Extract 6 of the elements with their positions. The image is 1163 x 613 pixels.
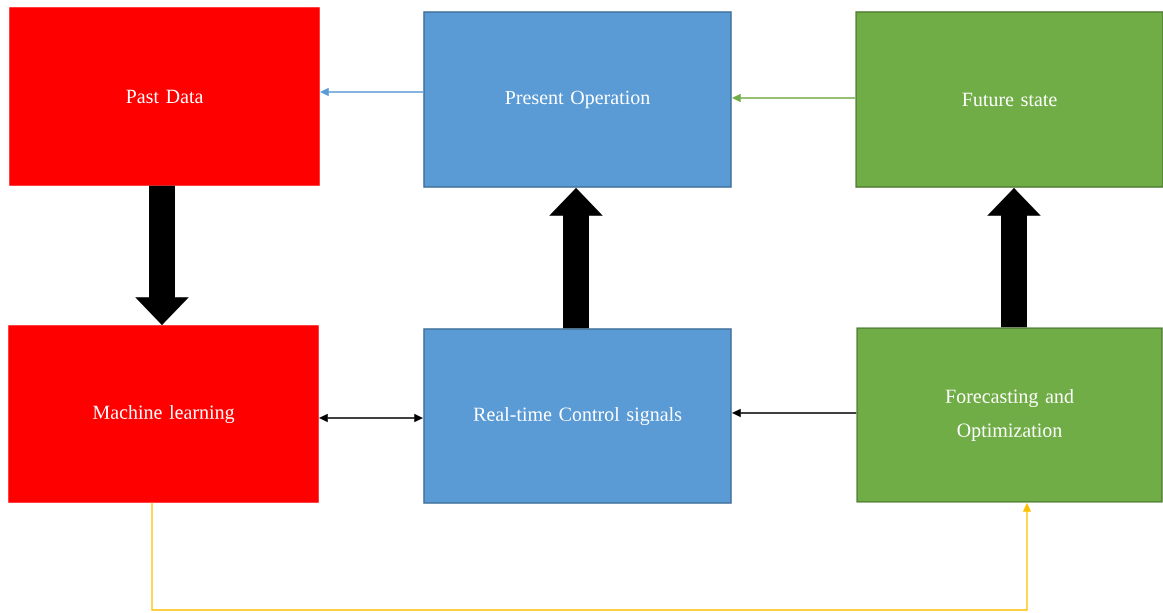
process-box: Future state — [855, 11, 1163, 188]
process-box: Machine learning — [8, 325, 319, 503]
process-box: Real-time Control signals — [423, 328, 732, 504]
process-box: Present Operation — [423, 11, 732, 188]
process-box: Past Data — [9, 7, 320, 186]
process-box: Forecasting and Optimization — [856, 327, 1163, 503]
